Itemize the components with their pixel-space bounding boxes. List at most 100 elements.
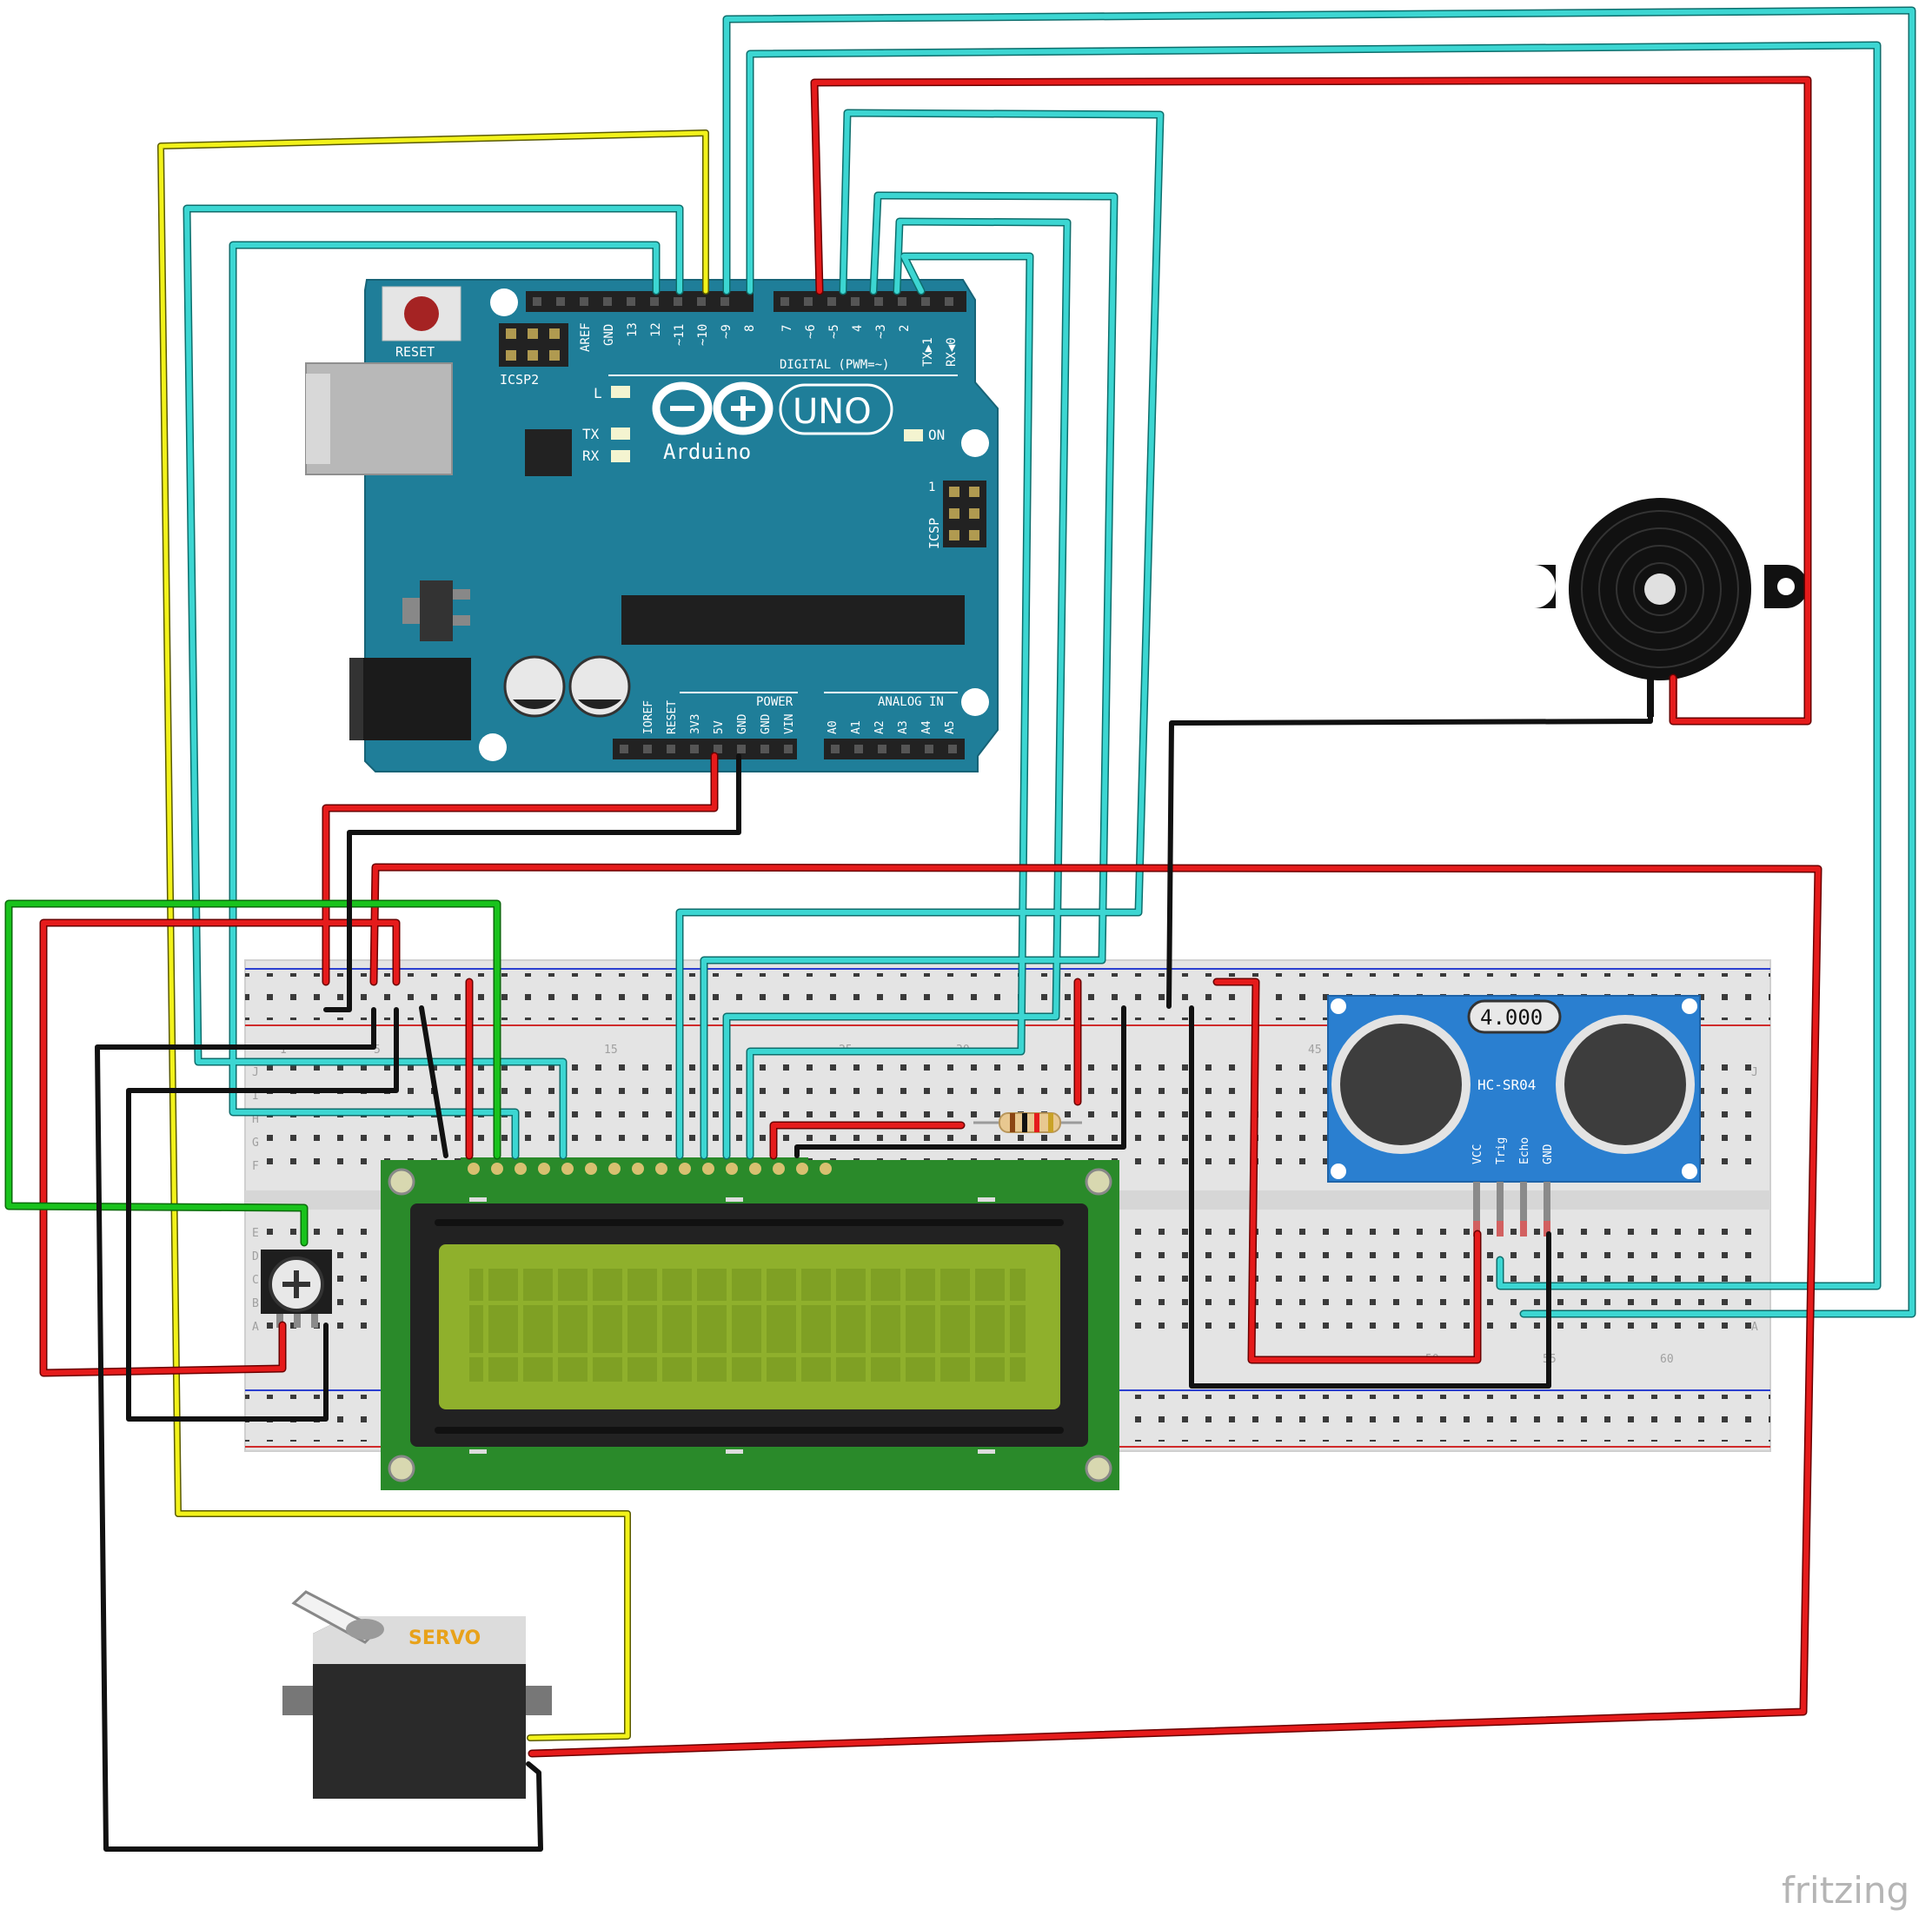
- potentiometer: [261, 1250, 332, 1328]
- led-on: [904, 429, 923, 441]
- pin-label-a4: A4: [920, 720, 933, 734]
- wire-pot-wiper-to-lcd: [6, 901, 500, 1245]
- pin-label-rx0: RX◀0: [945, 337, 959, 367]
- row-label-j-right: J: [1751, 1066, 1758, 1079]
- pin-label-5: ~5: [827, 324, 841, 339]
- usb-chip: [525, 429, 572, 476]
- row-label-b: B: [252, 1297, 259, 1310]
- led-tx-label: TX: [582, 426, 600, 442]
- lcd-16x2-module: [381, 1157, 1119, 1490]
- sensor-pin-gnd: GND: [1542, 1144, 1555, 1164]
- wire-buzzer-ground: [1166, 712, 1653, 1009]
- microcontroller-chip: [621, 595, 965, 645]
- digital-header-right: [773, 291, 966, 312]
- sensor-pin-echo: Echo: [1518, 1137, 1531, 1164]
- reset-button: RESET: [382, 286, 461, 360]
- pin-label-7: 7: [780, 325, 794, 332]
- pin-label-9: ~9: [720, 324, 734, 339]
- sensor-pin-vcc: VCC: [1471, 1144, 1484, 1164]
- mounting-hole: [490, 288, 518, 316]
- pin-label-4: 4: [851, 325, 865, 332]
- pin-label-reset: RESET: [666, 700, 679, 734]
- icsp2-header: ICSP2: [499, 323, 568, 388]
- wire-pot-power: [41, 920, 399, 1376]
- row-label-a: A: [252, 1321, 259, 1334]
- voltage-regulator: [420, 580, 453, 641]
- col-label-60: 60: [1660, 1353, 1674, 1366]
- row-label-h: H: [252, 1113, 259, 1126]
- pin-label-10: ~10: [696, 324, 710, 346]
- wire-sensor-vcc: [1214, 979, 1480, 1362]
- col-label-1: 1: [280, 1044, 287, 1057]
- row-label-a-right: A: [1751, 1321, 1758, 1334]
- led-rx-label: RX: [582, 448, 600, 464]
- row-label-i: I: [252, 1090, 259, 1103]
- pin-label-2: 2: [898, 325, 912, 332]
- led-l: [611, 386, 630, 398]
- wire-lcd-anode: [771, 1123, 964, 1158]
- wire-pot-ground: [126, 1007, 399, 1422]
- pin-label-aref: AREF: [579, 322, 593, 352]
- pin-label-12: 12: [649, 322, 663, 337]
- pin-label-5v: 5V: [713, 720, 726, 734]
- pin-label-gnd-a: GND: [736, 713, 749, 734]
- row-label-e: E: [252, 1227, 259, 1240]
- sensor-display-text: 4.000: [1480, 1005, 1543, 1030]
- sensor-model-label: HC-SR04: [1477, 1077, 1536, 1093]
- wire-arduino-gnd: [323, 753, 741, 1012]
- wire-servo-ground: [95, 1007, 543, 1852]
- dc-power-jack: [349, 658, 471, 740]
- pin-label-tx1: TX▶1: [921, 337, 935, 367]
- digital-label: DIGITAL (PWM=~): [780, 358, 889, 372]
- wire-servo-signal: [158, 130, 708, 1740]
- row-label-f: F: [252, 1160, 259, 1173]
- row-label-g: G: [252, 1137, 259, 1150]
- icsp-label: ICSP: [926, 518, 942, 549]
- icsp-pin1-label: 1: [928, 481, 935, 494]
- wire-sensor-echo-to-arduino: [724, 8, 1915, 1316]
- row-label-j: J: [252, 1066, 259, 1079]
- col-label-45: 45: [1308, 1044, 1322, 1057]
- mounting-hole: [961, 429, 989, 457]
- capacitor: [503, 655, 566, 718]
- pin-label-3: ~3: [874, 324, 888, 339]
- pin-label-a1: A1: [850, 720, 863, 734]
- reset-label: RESET: [395, 344, 435, 360]
- pin-label-8: 8: [743, 325, 757, 332]
- wires: [4, 6, 1916, 1852]
- pin-label-a2: A2: [873, 720, 886, 734]
- row-label-c: C: [252, 1274, 259, 1287]
- pin-label-gnd: GND: [602, 324, 616, 346]
- uno-label: UNO: [793, 392, 872, 432]
- icsp2-label: ICSP2: [500, 372, 539, 388]
- pin-label-ioref: IOREF: [642, 700, 655, 734]
- wire-buzzer-positive: [812, 77, 1810, 724]
- resistor: [973, 1112, 1082, 1133]
- pin-label-a0: A0: [827, 720, 840, 734]
- pin-label-3v3: 3V3: [689, 714, 702, 734]
- wire-lcd-enable: [184, 206, 682, 1158]
- wire-lcd-rs: [230, 242, 659, 1158]
- pin-label-13: 13: [626, 322, 640, 337]
- fritzing-watermark: fritzing: [1782, 1869, 1909, 1912]
- arduino-logo-text: Arduino: [663, 440, 751, 464]
- pin-label-vin: VIN: [783, 714, 796, 734]
- sensor-pin-trig: Trig: [1495, 1137, 1508, 1164]
- crystal-oscillator: [1467, 999, 1562, 1034]
- pin-label-11: ~11: [673, 324, 687, 346]
- servo-motor: SERVO: [282, 1590, 552, 1799]
- led-on-label: ON: [928, 427, 945, 443]
- wire-arduino-5v: [323, 753, 717, 985]
- pin-label-gnd-b: GND: [760, 713, 773, 734]
- piezo-buzzer: [1525, 498, 1808, 717]
- power-header: [613, 739, 797, 759]
- wire-lcd-data: [701, 193, 1117, 1158]
- capacitor: [568, 655, 631, 718]
- wire-lcd-data: [677, 110, 1163, 1158]
- lcd-pin-header: [468, 1163, 832, 1175]
- led-tx: [611, 428, 630, 440]
- arduino-uno: RESET ICSP2 AREF GND 13 12 ~11 ~10 ~9: [305, 279, 999, 772]
- mounting-hole: [479, 733, 507, 761]
- wire-lcd-vss: [419, 1005, 448, 1158]
- row-label-d: D: [252, 1250, 259, 1263]
